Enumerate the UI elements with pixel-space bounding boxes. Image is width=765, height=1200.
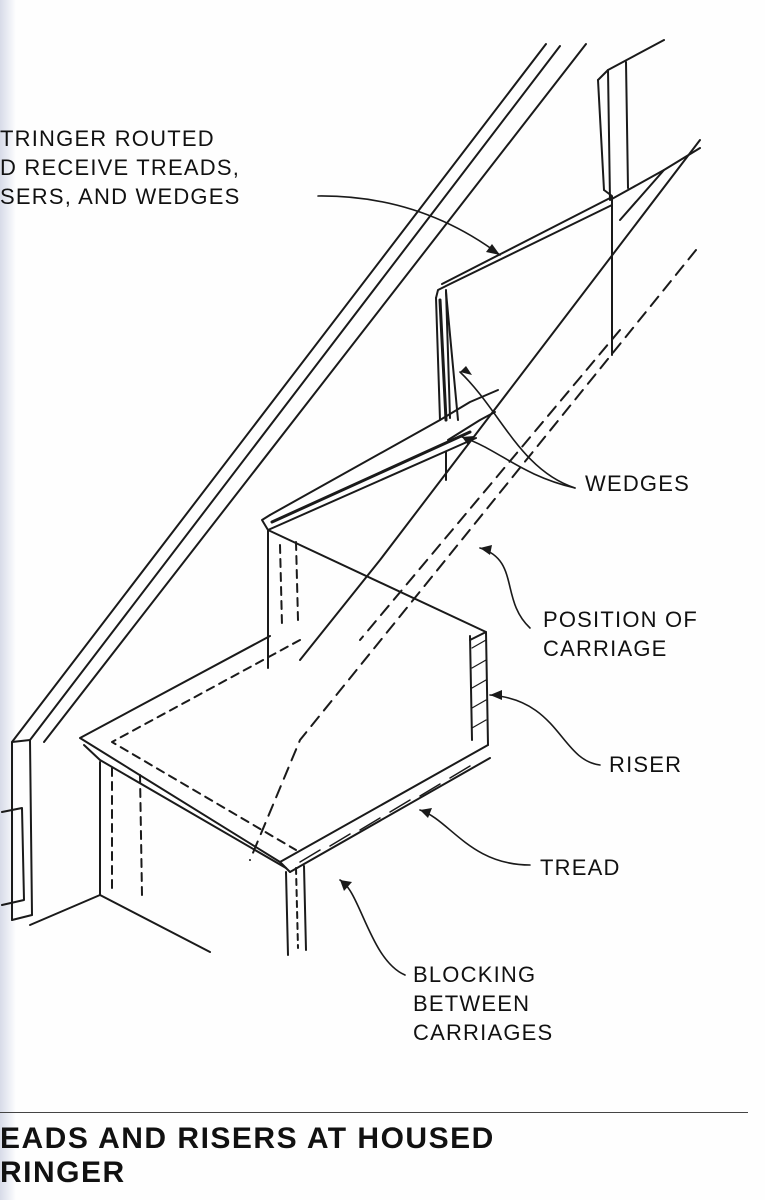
stringer	[1, 43, 587, 921]
label-tread: TREAD	[540, 853, 621, 882]
label-carriage-line-2: CARRIAGE	[543, 636, 668, 661]
carriage-position	[249, 249, 697, 861]
upper-steps	[261, 39, 701, 531]
leader-tread	[419, 809, 531, 866]
leader-lines	[317, 195, 601, 976]
lower-riser	[267, 529, 489, 746]
label-stringer-line-3: SERS, AND WEDGES	[0, 184, 241, 209]
caption-line-1: EADS AND RISERS AT HOUSED	[0, 1122, 495, 1155]
caption-line-2: RINGER	[0, 1156, 126, 1189]
label-stringer-routed: TRINGER ROUTED D RECEIVE TREADS, SERS, A…	[0, 124, 240, 211]
arrowheads	[340, 244, 502, 891]
caption-rule	[0, 1112, 748, 1113]
label-blocking-line-1: BLOCKING	[413, 962, 537, 987]
label-riser: RISER	[609, 750, 682, 779]
leader-wedge-1	[459, 371, 576, 489]
figure-caption: EADS AND RISERS AT HOUSED RINGER	[0, 1122, 495, 1190]
label-blocking: BLOCKING BETWEEN CARRIAGES	[413, 960, 553, 1047]
leader-riser	[489, 694, 601, 766]
blocking	[29, 761, 307, 956]
label-blocking-line-2: BETWEEN	[413, 991, 531, 1016]
carriage-lines	[299, 139, 701, 661]
label-blocking-line-3: CARRIAGES	[413, 1020, 554, 1045]
label-carriage-line-1: POSITION OF	[543, 607, 698, 632]
label-wedges: WEDGES	[585, 469, 690, 498]
wedges	[267, 291, 477, 531]
leader-carriage	[479, 547, 531, 629]
label-position-of-carriage: POSITION OF CARRIAGE	[543, 605, 698, 663]
label-riser-text: RISER	[609, 752, 683, 777]
label-tread-text: TREAD	[540, 855, 621, 880]
label-stringer-line-2: D RECEIVE TREADS,	[0, 155, 241, 180]
label-stringer-line-1: TRINGER ROUTED	[0, 126, 215, 151]
label-wedges-text: WEDGES	[585, 471, 690, 496]
leader-wedge-2	[461, 436, 576, 489]
leader-stringer	[317, 195, 501, 256]
leader-blocking	[339, 879, 406, 976]
lower-tread	[79, 635, 491, 873]
